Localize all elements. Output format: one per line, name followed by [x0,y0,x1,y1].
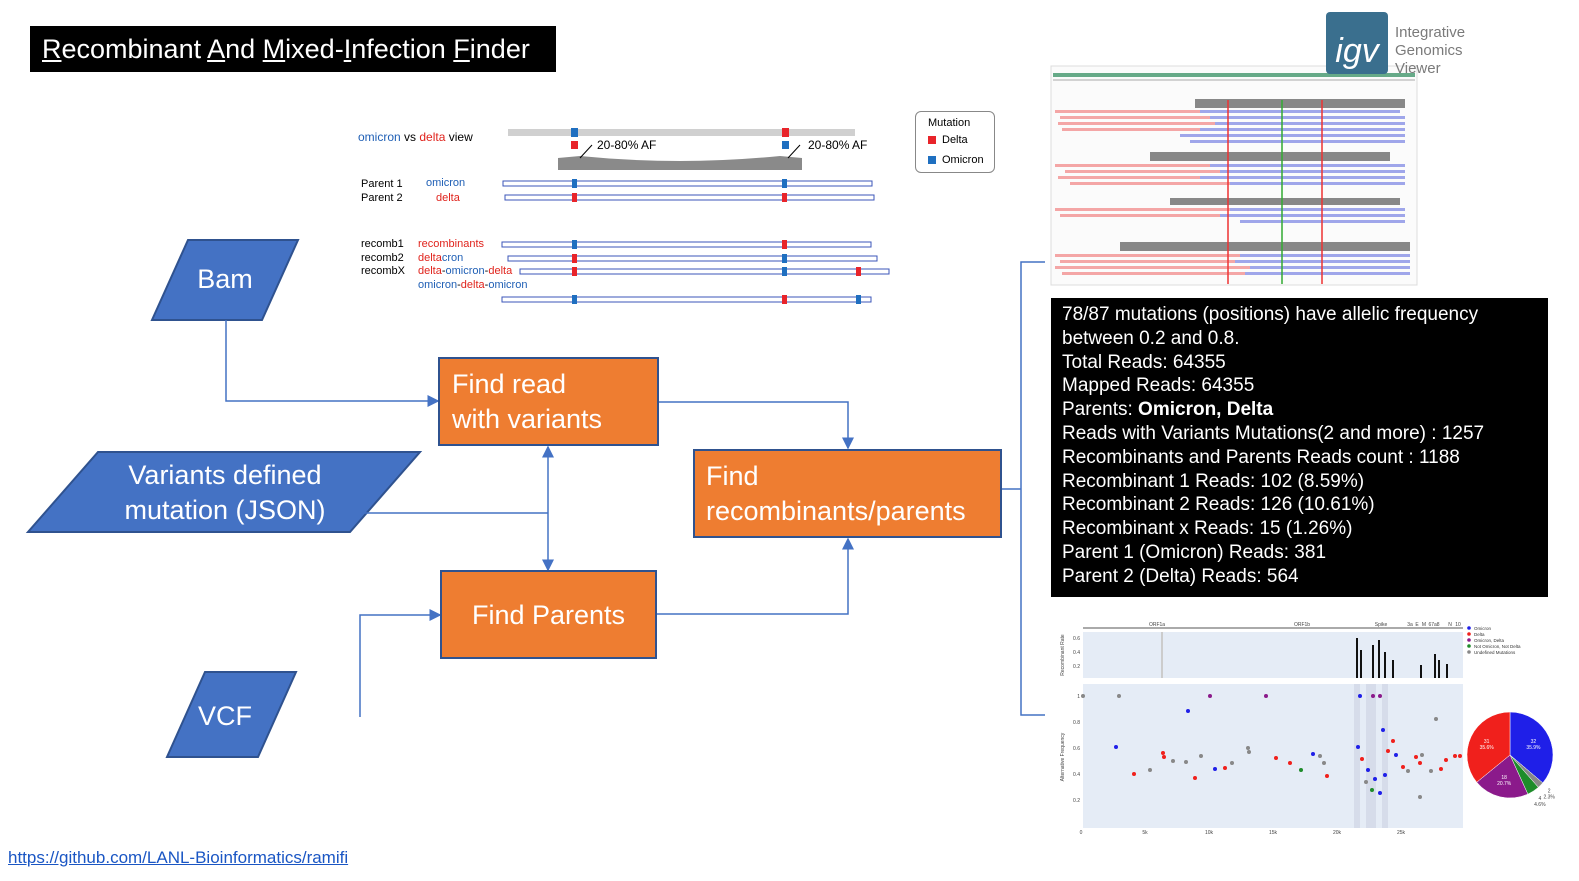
stats-line: Recombinants and Parents Reads count : 1… [1062,446,1460,468]
igv-name: Integrative Genomics Viewer [1395,24,1465,78]
ex-b: - [457,279,461,291]
af-label-left: 20-80% AF [597,138,657,152]
rx-e: delta [488,265,513,277]
rx-a: delta [418,265,442,277]
vcf-shape [165,671,298,758]
stats-line: Recombinant 1 Reads: 102 (8.59%) [1062,470,1365,492]
omicron-swatch-icon [928,156,936,164]
stats-parents-line: Parents: Omicron, Delta [1062,398,1548,422]
bam-shape [150,239,300,321]
igv-line-1: Integrative [1395,24,1466,41]
variants-input: Variants defined mutation (JSON) [60,458,390,528]
mutation-legend: Mutation Delta Omicron [915,111,995,173]
stats-panel: 78/87 mutations (positions) have allelic… [1051,298,1548,597]
plot-frame [1083,627,1463,828]
find-parents-label: Find Parents [471,600,626,630]
find-read-box: Find read with variants [438,357,659,446]
recomb2-type-b: cron [441,252,464,264]
rx-b: - [441,265,446,277]
igv-logo: igv [1326,12,1388,74]
ex-e: omicron [488,279,528,291]
recomb2-type-a: delta [418,252,442,264]
stats-line: Mapped Reads: 64355 [1062,375,1255,397]
parent2-label: Parent 2 [361,192,403,204]
parent1-label: Parent 1 [361,178,403,190]
find-recomb-line-2: recombinants/parents [706,496,966,526]
variants-line-2: mutation (JSON) [124,495,326,525]
stats-line: 78/87 mutations (positions) have allelic… [1062,304,1479,325]
view-omicron: omicron [358,130,401,144]
af-label-right: 20-80% AF [808,138,868,152]
ex-a: omicron [418,279,458,291]
title-text: Recombinant And Mixed-Infection Finder [42,34,530,64]
github-link[interactable]: https://github.com/LANL-Bioinformatics/r… [8,848,349,867]
legend-delta: Delta [942,134,968,146]
parent1-type: omicron [426,177,466,189]
recomb2-label: recomb2 [361,252,404,264]
stats-line: Reads with Variants Mutations(2 and more… [1062,422,1485,444]
stats-line: between 0.2 and 0.8. [1062,327,1240,349]
find-recombinants-box: Find recombinants/parents [693,449,1002,538]
stats-parents-value: Omicron, Delta [1138,399,1274,421]
find-read-line-2: with variants [452,404,603,434]
stats-parents-label: Parents: [1062,399,1139,421]
view-label: omicron vs delta view [358,130,473,144]
stats-line: Parent 2 (Delta) Reads: 564 [1062,565,1299,587]
bam-input: Bam [197,264,253,294]
parent2-type: delta [436,192,460,204]
find-parents-box: Find Parents [440,570,657,659]
extra-type: omicron-delta-omicron [418,279,527,291]
variants-line-1: Variants defined [128,460,322,490]
stats-line: Parent 1 (Omicron) Reads: 381 [1062,541,1327,563]
stats-line: Recombinant 2 Reads: 126 (10.61%) [1062,494,1375,516]
variants-shape [25,451,423,533]
find-read-line-1: Find read [452,369,567,399]
recomb1-type: recombinants [418,238,485,250]
igv-screenshot [1050,65,1418,286]
view-delta: delta [419,130,446,144]
delta-swatch-icon [928,136,936,144]
vcf-input: VCF [198,701,252,731]
ex-d: - [484,279,489,291]
ex-c: delta [460,279,485,291]
recomb1-label: recomb1 [361,238,404,250]
igv-line-3: Viewer [1395,60,1441,77]
find-recomb-line-1: Find [706,461,759,491]
rx-c: omicron [445,265,485,277]
view-vs: vs [400,130,420,144]
recombx-label: recombX [361,265,406,277]
page-title: Recombinant And Mixed-Infection Finder [30,26,556,72]
rx-d: - [484,265,489,277]
legend-omicron: Omicron [942,154,984,166]
recombx-type: delta-omicron-delta [418,265,512,277]
view-word: view [445,130,473,144]
igv-line-2: Genomics [1395,42,1463,59]
stats-line: Total Reads: 64355 [1062,351,1226,373]
recomb2-type: deltacron [418,252,463,264]
legend-title: Mutation [928,117,971,129]
stats-line: Recombinant x Reads: 15 (1.26%) [1062,518,1353,540]
